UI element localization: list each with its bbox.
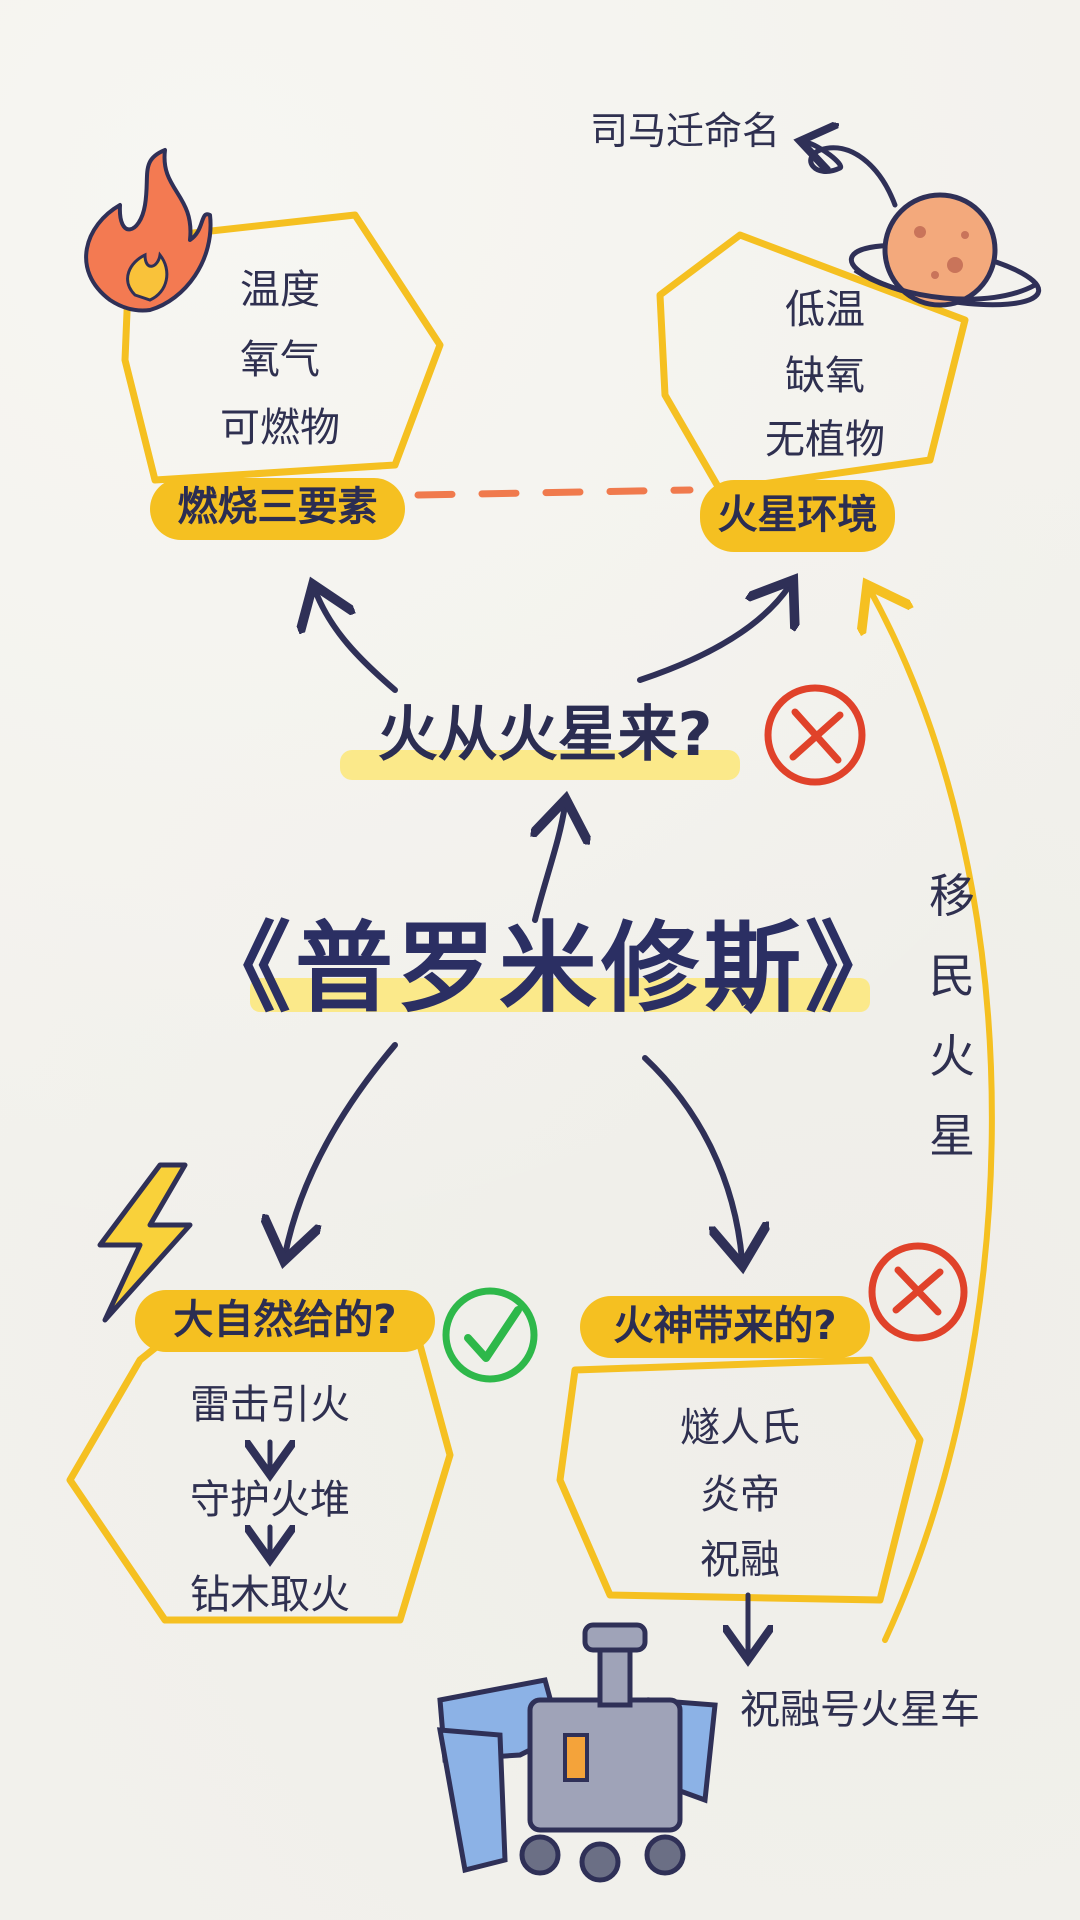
migrate-arrow bbox=[870, 590, 995, 1643]
nature-label-bg bbox=[135, 1290, 435, 1352]
correct-mark-nature bbox=[442, 1287, 538, 1383]
arrow-to-mars-env bbox=[637, 585, 790, 683]
migrate-char-2: 民 bbox=[929, 949, 975, 1003]
nature-step-2: 守护火堆 bbox=[190, 1477, 350, 1523]
combustion-item-2: 氧气 bbox=[240, 337, 320, 383]
page-title: 《普罗米修斯》 bbox=[192, 912, 907, 1026]
god-item-3: 祝融 bbox=[700, 1537, 780, 1583]
wrong-mark-god bbox=[868, 1242, 968, 1342]
mars-env-item-1: 低温 bbox=[785, 287, 865, 333]
god-item-2: 炎帝 bbox=[700, 1472, 780, 1518]
arrow-to-combustion bbox=[315, 590, 398, 693]
combustion-hexagon bbox=[121, 211, 444, 484]
combustion-label: 燃烧三要素 bbox=[177, 484, 378, 530]
lightning-icon bbox=[97, 1162, 193, 1323]
arrow-sima bbox=[805, 142, 898, 208]
mars-env-label: 火星环境 bbox=[717, 492, 878, 538]
migrate-label: 移 民 火 星 bbox=[922, 860, 982, 1166]
sima-note: 司马迁命名 bbox=[589, 109, 780, 153]
mars-env-item-2: 缺氧 bbox=[785, 353, 865, 399]
title-highlight bbox=[250, 978, 870, 1012]
migrate-char-4: 星 bbox=[929, 1109, 975, 1163]
wrong-mark-mars bbox=[764, 684, 866, 786]
migrate-char-1: 移 bbox=[929, 869, 975, 923]
rover-label: 祝融号火星车 bbox=[740, 1687, 980, 1733]
migrate-char-3: 火 bbox=[929, 1029, 975, 1083]
god-label: 火神带来的? bbox=[613, 1303, 837, 1349]
mars-env-label-bg bbox=[700, 480, 895, 552]
dashed-link bbox=[414, 486, 694, 499]
nature-step-3: 钻木取火 bbox=[190, 1572, 350, 1618]
nature-label: 大自然给的? bbox=[173, 1297, 397, 1343]
nature-step-1: 雷击引火 bbox=[190, 1382, 350, 1428]
combustion-label-bg bbox=[150, 478, 405, 540]
arrow-to-nature bbox=[285, 1042, 398, 1255]
combustion-item-3: 可燃物 bbox=[220, 405, 340, 451]
mars-env-hexagon bbox=[656, 231, 969, 494]
god-hexagon bbox=[556, 1356, 924, 1604]
god-label-bg bbox=[580, 1296, 870, 1358]
god-item-1: 燧人氏 bbox=[680, 1405, 800, 1451]
question-mars: 火从火星来? bbox=[377, 700, 713, 770]
question-highlight bbox=[340, 750, 740, 780]
planet-icon bbox=[848, 192, 1042, 308]
combustion-item-1: 温度 bbox=[240, 267, 320, 313]
mars-env-item-3: 无植物 bbox=[765, 417, 885, 463]
flame-icon bbox=[84, 148, 213, 313]
arrow-to-god bbox=[642, 1055, 742, 1260]
rover-icon bbox=[436, 1622, 718, 1883]
arrow-to-question bbox=[535, 805, 565, 923]
